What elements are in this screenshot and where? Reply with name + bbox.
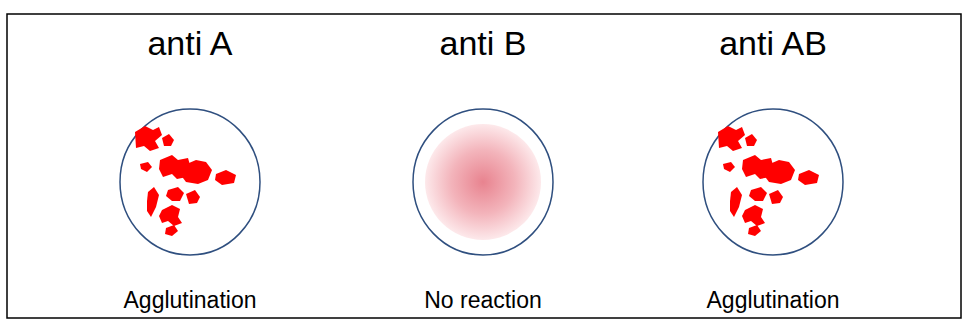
diffuse-cells <box>425 124 541 240</box>
result-label-box: Agglutination <box>638 287 908 314</box>
test-circle <box>413 109 553 255</box>
result-label: No reaction <box>424 287 542 313</box>
reagent-label-box: anti A <box>55 24 325 63</box>
reagent-well: anti AB Agglutination <box>638 24 908 314</box>
reagent-label: anti A <box>147 24 232 62</box>
reagent-label-box: anti AB <box>638 24 908 63</box>
reagent-well: anti A Agglutination <box>55 24 325 314</box>
result-label-box: Agglutination <box>55 287 325 314</box>
reagent-label-box: anti B <box>348 24 618 63</box>
reagent-well: anti B No reaction <box>348 24 618 314</box>
agglutinated-cells <box>718 126 819 236</box>
frame-border <box>7 14 961 318</box>
result-label: Agglutination <box>124 287 257 313</box>
test-circle <box>120 109 260 255</box>
reagent-label: anti B <box>440 24 527 62</box>
result-label: Agglutination <box>707 287 840 313</box>
test-circle <box>703 109 843 255</box>
result-label-box: No reaction <box>348 287 618 314</box>
agglutinated-cells <box>135 126 236 236</box>
reagent-label: anti AB <box>719 24 827 62</box>
